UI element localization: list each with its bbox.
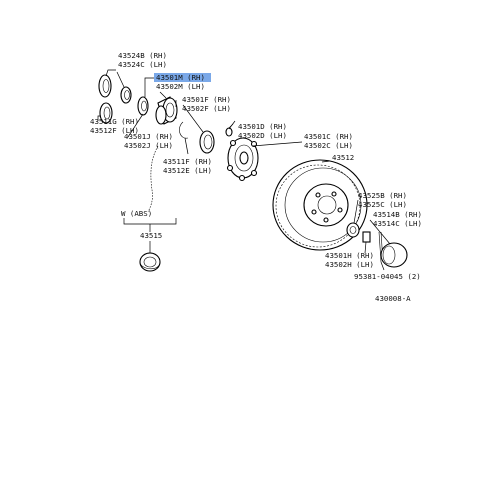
label-43512e[interactable]: 43512E (LH) bbox=[163, 166, 212, 175]
label-43501h[interactable]: 43501H (RH) bbox=[325, 251, 374, 260]
label-43501f[interactable]: 43501F (RH) bbox=[182, 95, 231, 104]
seal-43511g[interactable] bbox=[99, 102, 113, 124]
label-43511g[interactable]: 43511G (RH) bbox=[90, 117, 139, 126]
label-43525b[interactable]: 43525B (RH) bbox=[358, 191, 407, 200]
label-w-abs[interactable]: W (ABS) bbox=[121, 209, 152, 218]
abs-sensor-wire[interactable] bbox=[147, 145, 159, 213]
label-43512f[interactable]: 43512F (LH) bbox=[90, 126, 139, 135]
label-43502d[interactable]: 43502D (LH) bbox=[238, 131, 287, 140]
brake-disc-43512[interactable] bbox=[272, 159, 368, 251]
clip-43511f[interactable] bbox=[179, 121, 189, 139]
oil-seal-43524[interactable] bbox=[98, 74, 112, 98]
label-43502j[interactable]: 43502J (LH) bbox=[124, 141, 173, 150]
label-43514b[interactable]: 43514B (RH) bbox=[373, 210, 422, 219]
figure-code: 430008-A bbox=[375, 294, 411, 303]
bearing-43515[interactable] bbox=[139, 252, 161, 272]
label-43502c[interactable]: 43502C (LH) bbox=[304, 141, 353, 150]
label-43515[interactable]: 43515 bbox=[140, 231, 162, 240]
label-43524c[interactable]: 43524C (LH) bbox=[118, 60, 167, 69]
race-43501j[interactable] bbox=[137, 96, 149, 116]
label-43524b[interactable]: 43524B (RH) bbox=[118, 51, 167, 60]
label-43502m[interactable]: 43502M (LH) bbox=[156, 82, 205, 91]
label-43501d[interactable]: 43501D (RH) bbox=[238, 122, 287, 131]
label-43501c[interactable]: 43501C (RH) bbox=[304, 132, 353, 141]
label-43514c[interactable]: 43514C (LH) bbox=[373, 219, 422, 228]
washer-43525[interactable] bbox=[346, 222, 360, 238]
label-43511f[interactable]: 43511F (RH) bbox=[163, 157, 212, 166]
grease-cap-43514[interactable] bbox=[380, 242, 408, 268]
ring-43524[interactable] bbox=[120, 86, 132, 104]
hub-43501c[interactable] bbox=[226, 137, 259, 182]
label-43502h[interactable]: 43502H (LH) bbox=[325, 260, 374, 269]
bearing-43501m[interactable] bbox=[155, 96, 178, 125]
label-43502f[interactable]: 43502F (LH) bbox=[182, 104, 231, 113]
label-95381[interactable]: 95381-04045 (2) bbox=[354, 272, 421, 281]
label-43512[interactable]: 43512 bbox=[332, 153, 354, 162]
label-43501j[interactable]: 43501J (RH) bbox=[124, 132, 173, 141]
label-43501m[interactable]: 43501M (RH) bbox=[156, 73, 205, 82]
leader-lines bbox=[97, 69, 391, 271]
race-43501f[interactable] bbox=[199, 130, 215, 154]
selected-part-highlight bbox=[154, 73, 211, 82]
label-43525c[interactable]: 43525C (LH) bbox=[358, 200, 407, 209]
hub-bolt-43501d[interactable] bbox=[225, 123, 234, 137]
nut-43501h[interactable] bbox=[362, 231, 371, 243]
